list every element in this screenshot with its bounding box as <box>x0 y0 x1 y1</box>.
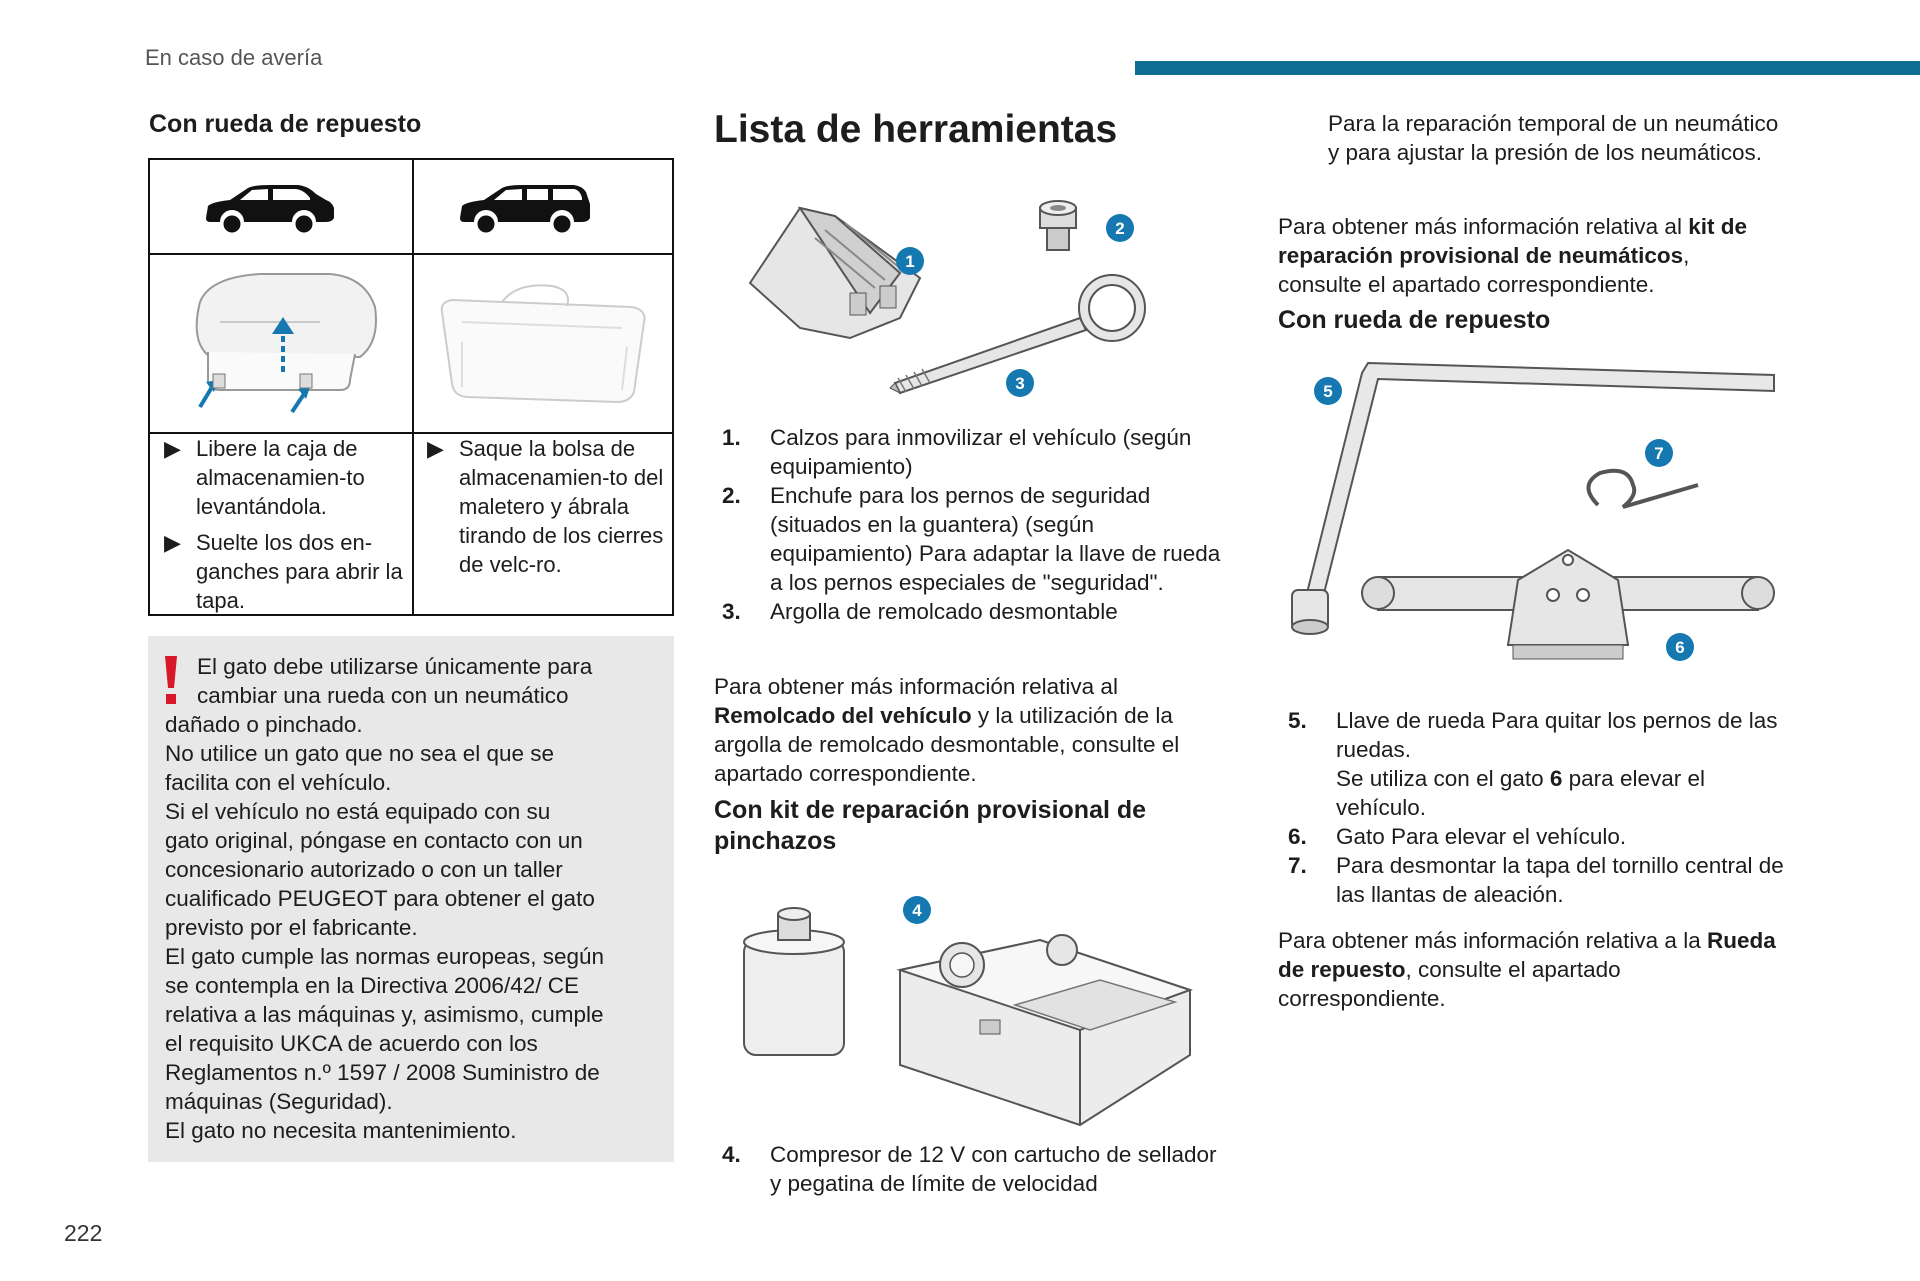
security-socket-illustration <box>1039 200 1077 251</box>
instruction-item: ▶ Suelte los dos en-ganches para abrir l… <box>164 530 403 613</box>
callout-badge-6: 6 <box>1666 633 1694 661</box>
wheel-chocks-illustration <box>748 206 922 340</box>
jack-and-wrench-illustration: 5 6 7 <box>1291 361 1775 661</box>
warning-text: El gato debe utilizarse únicamente para … <box>165 654 605 1143</box>
spare-wheel-info-paragraph: Para obtener más información relativa a … <box>1278 928 1776 1011</box>
svg-text:5: 5 <box>1323 382 1332 401</box>
bullet-arrow-icon: ▶ <box>164 530 181 555</box>
warning-box: El gato debe utilizarse únicamente para … <box>148 636 674 1162</box>
list-item-note: Se utiliza con el gato 6 para elevar el … <box>1336 766 1705 820</box>
list-item: 7.Para desmontar la tapa del tornillo ce… <box>1288 853 1784 907</box>
compressor-list: 4.Compresor de 12 V con cartucho de sell… <box>722 1140 1222 1198</box>
suv-car-icon <box>206 185 334 236</box>
list-item: 5.Llave de rueda Para quitar los pernos … <box>1288 706 1788 822</box>
list-item: 6.Gato Para elevar el vehículo. <box>1288 824 1627 849</box>
callout-badge-2: 2 <box>1106 214 1134 242</box>
list-item: 2.Enchufe para los pernos de seguridad (… <box>722 483 1221 595</box>
svg-text:3: 3 <box>1015 374 1024 393</box>
instruction-item: ▶ Libere la caja de almacenamien-to leva… <box>164 436 365 519</box>
compressor-unit-illustration <box>896 934 1194 1127</box>
header-accent-bar <box>1135 61 1920 75</box>
list-item: 1.Calzos para inmovilizar el vehículo (s… <box>722 425 1192 479</box>
tools-list: 1.Calzos para inmovilizar el vehículo (s… <box>722 423 1222 626</box>
callout-badge-5: 5 <box>1314 377 1342 405</box>
repair-kit-info-paragraph: Para obtener más información relativa al… <box>1278 214 1747 297</box>
hub-cap-tool-illustration <box>1586 468 1699 509</box>
bullet-arrow-icon: ▶ <box>164 436 181 461</box>
repair-kit-subtitle: Con kit de reparación provisional de pin… <box>714 796 1147 855</box>
instruction-item: ▶ Saque la bolsa de almacenamien-to del … <box>427 436 664 577</box>
exclamation-icon <box>165 656 177 704</box>
section-label: En caso de avería <box>145 45 323 70</box>
repair-kit-intro: Para la reparación temporal de un neumát… <box>1328 111 1779 165</box>
svg-text:4: 4 <box>912 901 922 920</box>
callout-badge-4: 4 <box>903 896 931 924</box>
instruction-table: ▶ Libere la caja de almacenamien-to leva… <box>148 158 674 616</box>
wheel-wrench-illustration <box>1291 361 1775 635</box>
towing-info-paragraph: Para obtener más información relativa al… <box>714 674 1180 786</box>
towing-eye-illustration <box>889 274 1146 395</box>
estate-car-icon <box>460 185 590 236</box>
svg-text:7: 7 <box>1654 444 1663 463</box>
storage-bag-illustration <box>440 284 646 404</box>
callout-badge-1: 1 <box>896 247 924 275</box>
spare-wheel-list: 5.Llave de rueda Para quitar los pernos … <box>1288 706 1788 909</box>
svg-text:6: 6 <box>1675 638 1684 657</box>
left-section-title: Con rueda de repuesto <box>149 110 422 138</box>
svg-text:1: 1 <box>905 252 914 271</box>
svg-text:2: 2 <box>1115 219 1124 238</box>
car-jack-illustration <box>1361 548 1775 660</box>
bullet-arrow-icon: ▶ <box>427 436 444 461</box>
page-title: Lista de herramientas <box>714 108 1118 151</box>
page-number: 222 <box>64 1220 103 1246</box>
col1-instructions: ▶ Libere la caja de almacenamien-to leva… <box>164 434 409 615</box>
col2-instructions: ▶ Saque la bolsa de almacenamien-to del … <box>427 434 667 579</box>
list-item: 3.Argolla de remolcado desmontable <box>722 599 1118 624</box>
spare-wheel-subtitle: Con rueda de repuesto <box>1278 306 1551 334</box>
sealant-cartridge-illustration <box>743 907 845 1056</box>
list-item: 4.Compresor de 12 V con cartucho de sell… <box>722 1142 1217 1196</box>
storage-box-illustration <box>195 273 377 414</box>
callout-badge-7: 7 <box>1645 439 1673 467</box>
callout-badge-3: 3 <box>1006 369 1034 397</box>
compressor-illustration: 4 <box>743 896 1194 1127</box>
tools-illustration: 1 2 3 <box>748 200 1146 397</box>
